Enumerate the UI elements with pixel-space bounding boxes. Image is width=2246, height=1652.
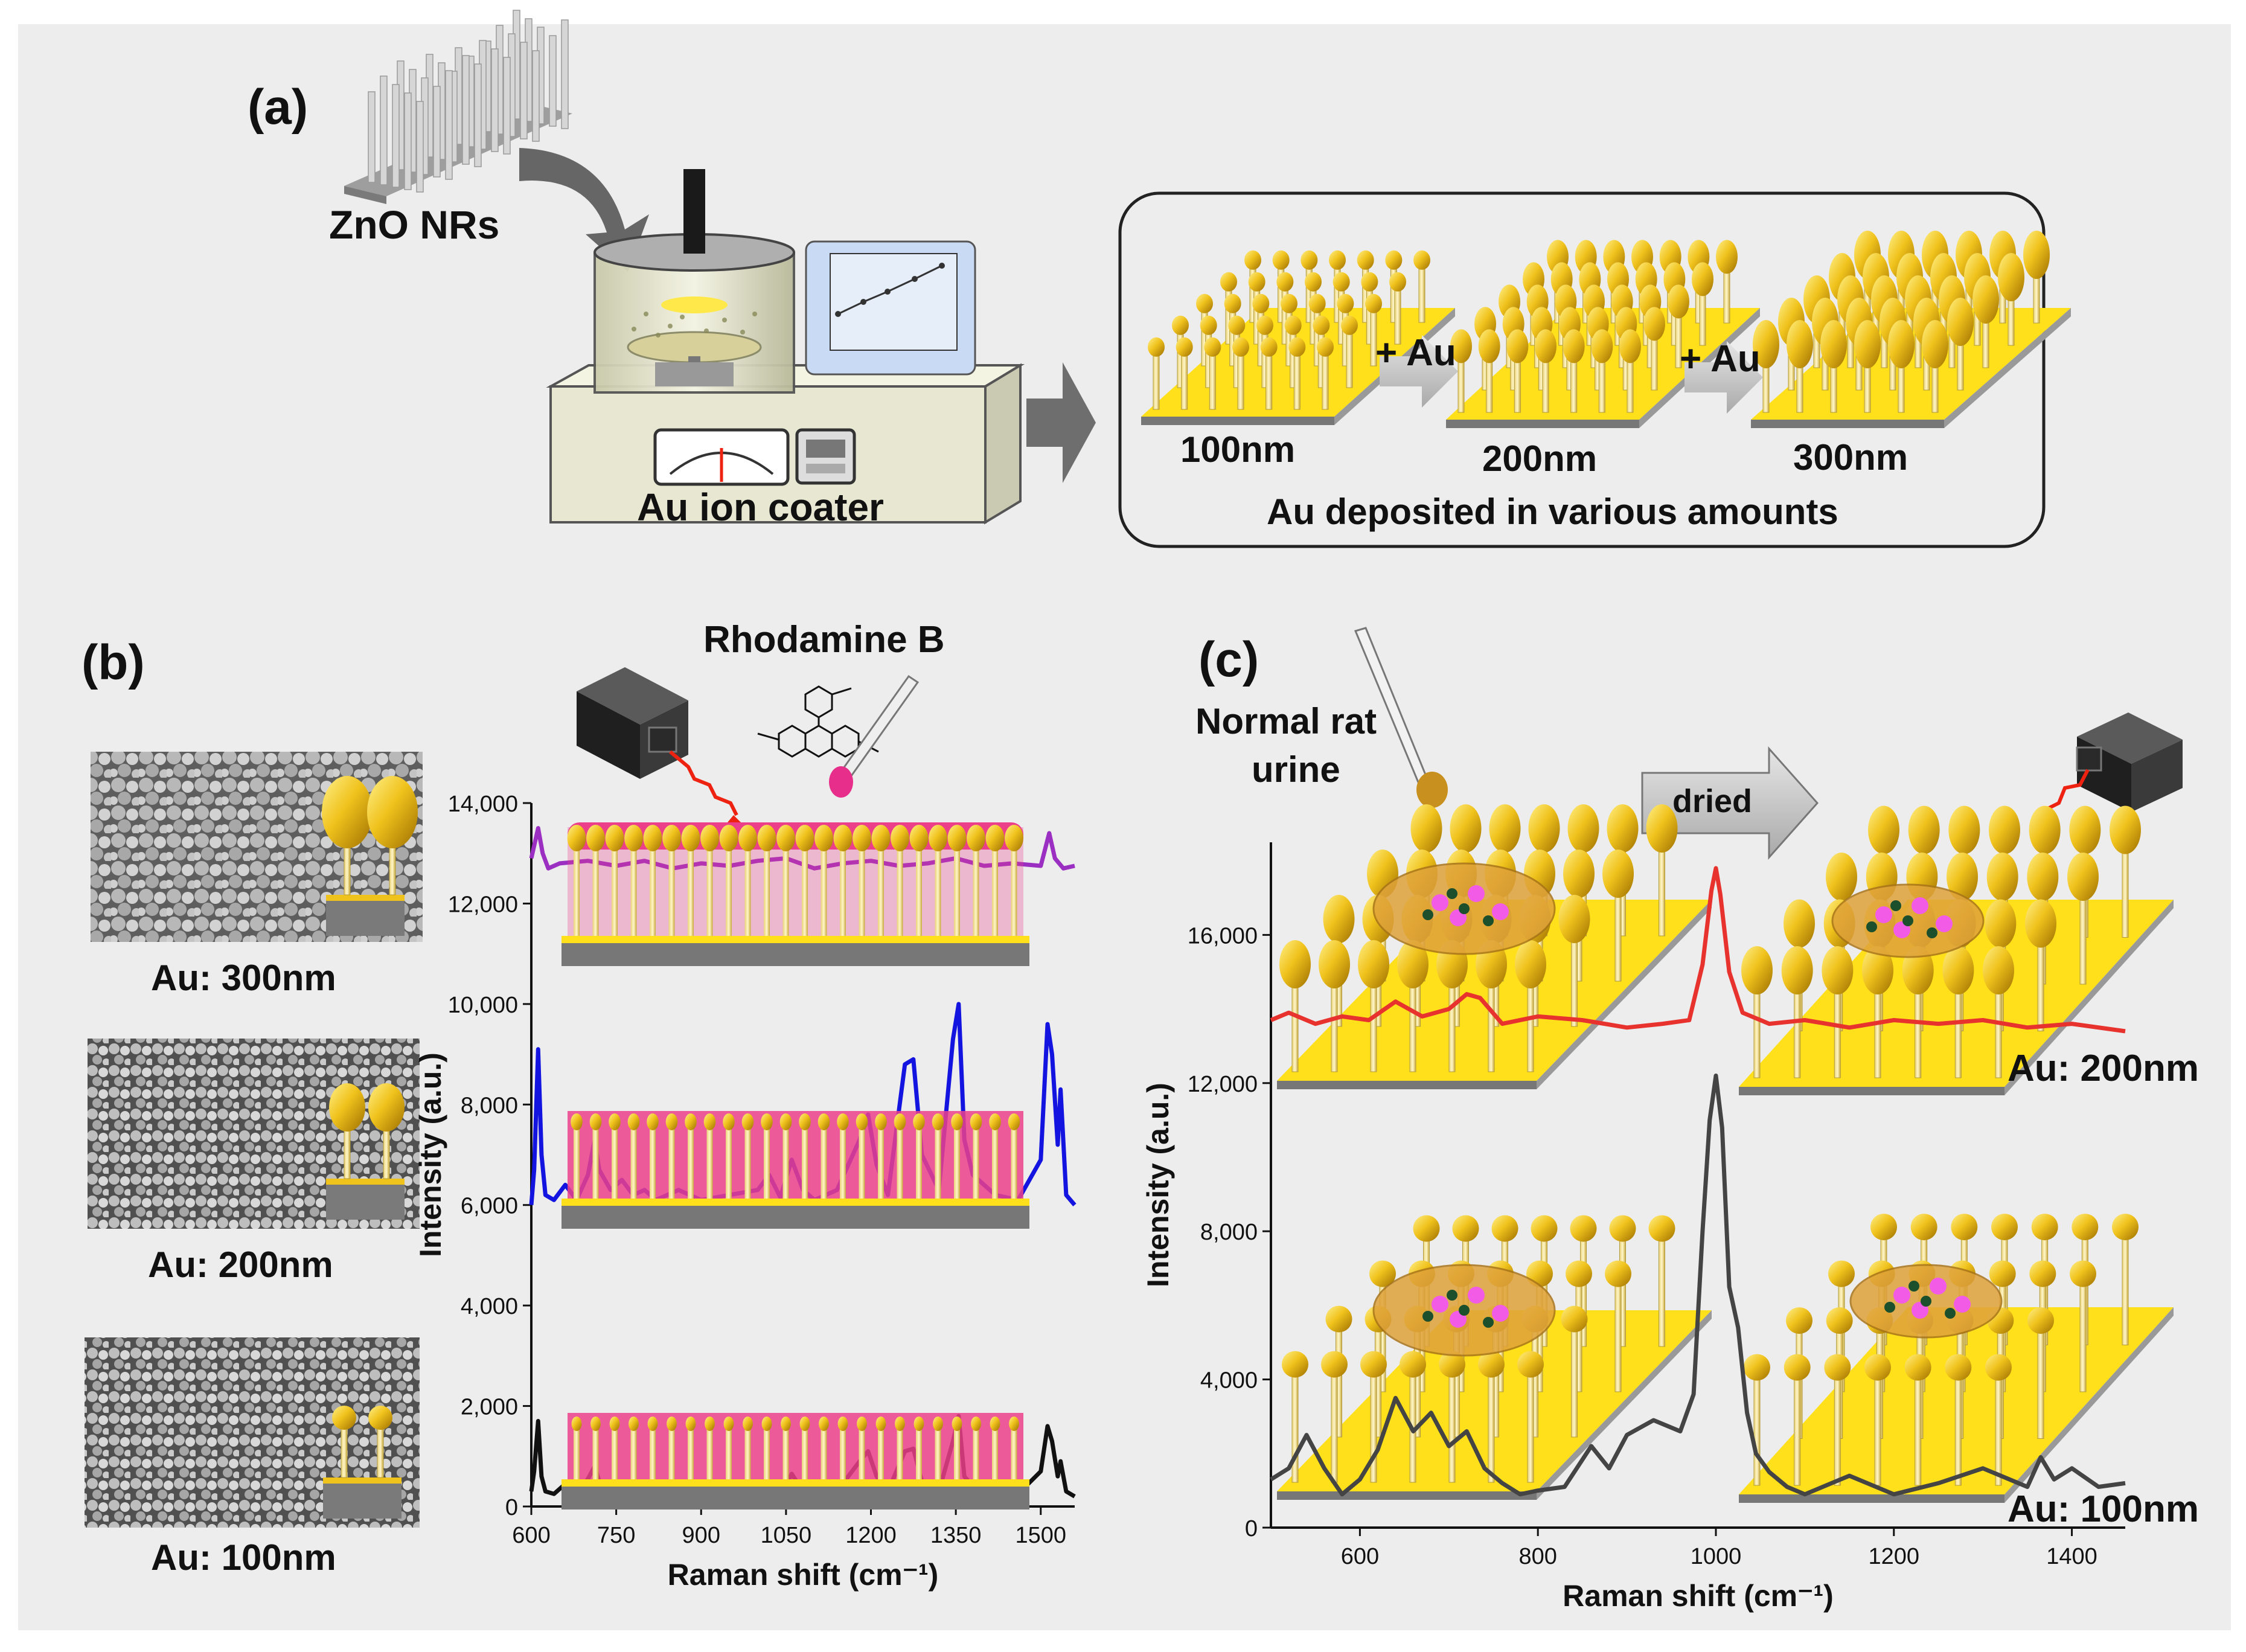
x-tick-label: 750 [597,1523,635,1548]
panel-c: (c) Normal rat urine dried 0 4,000 8,000 12… [1141,627,2199,1613]
panel-a: (a) ZnO NRs [248,10,2071,548]
y-tick-label: 8,000 [1200,1220,1258,1245]
laser-source-c-icon [2076,712,2183,812]
sem-caption-200: Au: 200nm [148,1244,333,1285]
series-line-0 [1270,866,2126,1034]
deposition-box [1118,191,2046,548]
plus-au-label-2: + Au [1680,338,1761,380]
x-tick-label: 600 [1341,1544,1379,1569]
chart-b: 0 2,000 4,000 6,000 8,000 10,000 12,000 14,000 6… [414,792,1077,1592]
x-tick-label: 1200 [1868,1544,1919,1569]
pipette-urine-icon [1354,627,1448,808]
y-tick-label: 12,000 [1188,1072,1258,1097]
y-tick-label: 4,000 [461,1294,518,1319]
urine-label-line1: Normal rat [1195,701,1377,741]
x-axis-label: Raman shift (cm⁻¹) [668,1558,939,1592]
zno-nanorod-array-icon [344,10,572,204]
x-axis-label: Raman shift (cm⁻¹) [1563,1579,1834,1613]
curve-label-200: Au: 200nm [2008,1048,2199,1089]
zno-label: ZnO NRs [329,202,499,247]
urine-label-line2: urine [1252,749,1340,790]
x-tick-label: 600 [512,1523,550,1548]
x-tick-label: 1350 [930,1523,982,1548]
calibration-plot-inset [805,240,976,376]
pipette-icon [829,674,920,798]
dried-label: dried [1672,783,1752,819]
laser-source-icon [577,667,688,779]
y-tick-label: 0 [1245,1516,1258,1542]
plus-au-label-1: + Au [1375,332,1456,374]
rhodamine-label: Rhodamine B [703,619,945,661]
y-tick-label: 12,000 [448,892,518,917]
curve-label-100: Au: 100nm [2008,1488,2199,1530]
x-tick-label: 1050 [761,1523,812,1548]
right-arrow-icon [1026,362,1096,483]
au-ion-coater-icon [546,169,1025,525]
sem-caption-300: Au: 300nm [151,958,336,998]
box-caption: Au deposited in various amounts [1267,491,1838,532]
x-tick-label: 1400 [2046,1544,2097,1569]
x-tick-label: 900 [682,1523,720,1548]
laser-beam-icon [669,750,738,816]
x-tick-label: 1000 [1691,1544,1742,1569]
x-tick-label: 800 [1518,1544,1557,1569]
coater-label: Au ion coater [637,485,884,529]
y-tick-label: 8,000 [461,1093,518,1118]
series-line-1 [1270,1074,2126,1497]
y-axis-label: Intensity (a.u.) [414,1052,447,1257]
deposition-stages [1141,231,2071,428]
stage-label-100: 100nm [1180,429,1295,470]
y-tick-label: 2,000 [461,1395,518,1420]
y-tick-label: 4,000 [1200,1368,1258,1394]
y-tick-label: 6,000 [461,1194,518,1219]
y-tick-label: 16,000 [1188,923,1258,949]
plus-au-arrow-1-icon [1380,335,1458,408]
x-tick-label: 1200 [845,1523,897,1548]
stage-label-200: 200nm [1482,438,1597,479]
panel-b: (b) Au: 300nm Au: 200nm Au: 100nm Rhodam… [82,619,1077,1592]
stage-label-300: 300nm [1793,437,1908,478]
x-tick-label: 1500 [1015,1523,1066,1548]
chart-c: 0 4,000 8,000 12,000 16,000 600 800 1000 1200 140… [1141,842,2126,1613]
sem-caption-100: Au: 100nm [151,1537,336,1578]
y-axis-label: Intensity (a.u.) [1141,1083,1175,1287]
y-tick-label: 14,000 [448,792,518,817]
plus-au-arrow-2-icon [1684,341,1763,414]
panel-b-label: (b) [82,635,145,690]
y-tick-label: 0 [505,1495,518,1520]
y-tick-label: 10,000 [448,993,518,1018]
series-line-0 [529,826,1075,871]
panel-c-label: (c) [1198,632,1259,687]
panel-a-label: (a) [248,80,308,135]
